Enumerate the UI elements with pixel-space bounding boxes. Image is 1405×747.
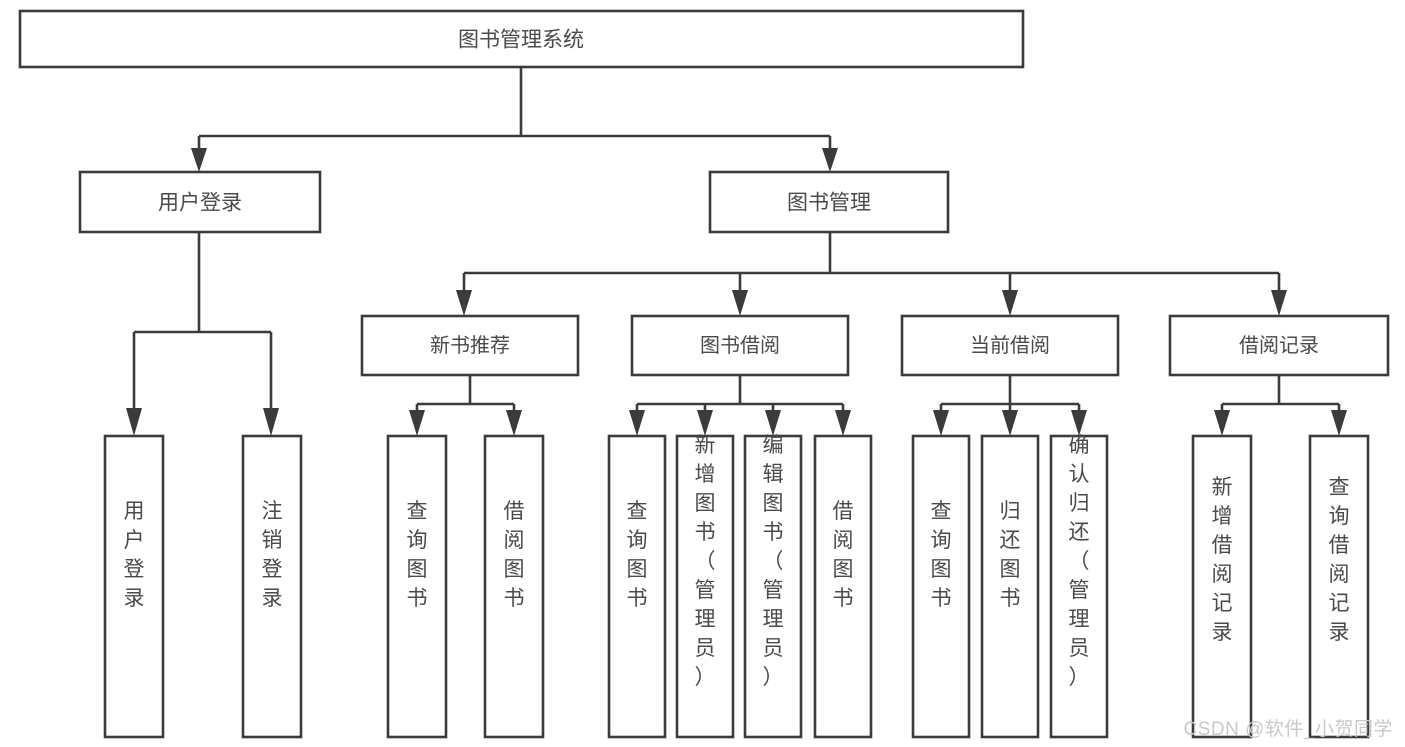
node-leaf-11[interactable]: 确认归还（管理员） [1049, 434, 1109, 739]
node-leaf-5-box[interactable] [607, 434, 667, 739]
arrow-head-leaf-10 [1002, 410, 1018, 436]
node-book-manage-box[interactable] [708, 170, 950, 234]
arrow-head-leaf-2 [263, 408, 279, 436]
node-leaf-10-box[interactable] [980, 434, 1040, 739]
node-leaf-7-label: 编辑图书（管理员） [763, 434, 784, 689]
node-current-borrow-label: 当前借阅 [970, 334, 1050, 357]
node-leaf-13-box[interactable] [1308, 434, 1370, 739]
node-user-login-label: 用户登录 [158, 192, 242, 215]
arrow-head-book-borrow [732, 290, 748, 316]
node-leaf-5-label: 查询图书 [627, 500, 648, 610]
node-leaf-10-label: 归还图书 [1000, 500, 1021, 610]
node-leaf-12-box[interactable] [1191, 434, 1253, 739]
node-leaf-11-label: 确认归还（管理员） [1069, 434, 1090, 689]
node-root-label: 图书管理系统 [458, 29, 584, 52]
arrow-head-leaf-8 [835, 410, 851, 436]
node-leaf-11-box[interactable] [1049, 434, 1109, 739]
node-root-box[interactable] [18, 9, 1025, 69]
node-new-book-rec[interactable]: 新书推荐 [360, 314, 580, 377]
node-leaf-8-box[interactable] [813, 434, 873, 739]
node-leaf-9-label: 查询图书 [931, 500, 952, 610]
node-book-manage-label: 图书管理 [787, 192, 871, 215]
arrow-head-new-book-rec [456, 290, 472, 316]
node-leaf-12[interactable]: 新增借阅记录 [1191, 434, 1253, 739]
arrow-head-borrow-record [1271, 290, 1287, 316]
node-leaf-3[interactable]: 查询图书 [386, 434, 448, 739]
node-leaf-4[interactable]: 借阅图书 [483, 434, 545, 739]
arrow-head-leaf-7 [765, 410, 781, 436]
node-leaf-7[interactable]: 编辑图书（管理员） [743, 434, 803, 739]
node-leaf-9-box[interactable] [911, 434, 971, 739]
arrow-head-user-login [191, 148, 207, 172]
node-current-borrow-box[interactable] [900, 314, 1120, 377]
arrow-head-current-borrow [1002, 290, 1018, 316]
node-book-manage[interactable]: 图书管理 [708, 170, 950, 234]
node-borrow-record-label: 借阅记录 [1239, 334, 1319, 357]
node-leaf-5[interactable]: 查询图书 [607, 434, 667, 739]
node-current-borrow[interactable]: 当前借阅 [900, 314, 1120, 377]
node-leaf-3-box[interactable] [386, 434, 448, 739]
node-borrow-record[interactable]: 借阅记录 [1168, 314, 1390, 377]
node-leaf-6-box[interactable] [675, 434, 735, 739]
node-new-book-rec-box[interactable] [360, 314, 580, 377]
node-leaf-3-label: 查询图书 [407, 500, 428, 610]
node-leaf-10[interactable]: 归还图书 [980, 434, 1040, 739]
node-user-login[interactable]: 用户登录 [78, 170, 322, 234]
node-leaf-8-label: 借阅图书 [833, 500, 854, 610]
node-book-borrow[interactable]: 图书借阅 [630, 314, 850, 377]
node-leaf-1-label: 用户登录 [124, 500, 145, 610]
node-leaf-2-box[interactable] [241, 434, 303, 739]
node-root[interactable]: 图书管理系统 [18, 9, 1025, 69]
node-leaf-2[interactable]: 注销登录 [241, 434, 303, 739]
connectors-group [126, 67, 1347, 436]
node-borrow-record-box[interactable] [1168, 314, 1390, 377]
arrow-head-leaf-11 [1071, 410, 1087, 436]
arrow-head-leaf-1 [126, 408, 142, 436]
arrow-head-leaf-6 [697, 410, 713, 436]
node-book-borrow-box[interactable] [630, 314, 850, 377]
node-leaf-8[interactable]: 借阅图书 [813, 434, 873, 739]
node-book-borrow-label: 图书借阅 [700, 334, 780, 357]
node-leaf-6[interactable]: 新增图书（管理员） [675, 434, 735, 739]
arrow-head-leaf-9 [933, 410, 949, 436]
node-leaf-1-box[interactable] [103, 434, 165, 739]
arrow-head-leaf-4 [506, 410, 522, 436]
node-leaf-1[interactable]: 用户登录 [103, 434, 165, 739]
node-leaf-13-label: 查询借阅记录 [1329, 476, 1350, 644]
arrow-head-leaf-12 [1214, 410, 1230, 436]
arrow-head-leaf-5 [629, 410, 645, 436]
arrow-head-leaf-3 [409, 410, 425, 436]
node-new-book-rec-label: 新书推荐 [430, 334, 510, 357]
arrow-head-book-manage [822, 148, 838, 172]
arrow-head-leaf-13 [1331, 410, 1347, 436]
node-user-login-box[interactable] [78, 170, 322, 234]
node-leaf-6-label: 新增图书（管理员） [695, 434, 716, 689]
node-leaf-12-label: 新增借阅记录 [1212, 476, 1233, 644]
node-leaf-2-label: 注销登录 [262, 500, 283, 610]
node-leaf-4-box[interactable] [483, 434, 545, 739]
node-leaf-7-box[interactable] [743, 434, 803, 739]
node-leaf-13[interactable]: 查询借阅记录 [1308, 434, 1370, 739]
node-leaf-9[interactable]: 查询图书 [911, 434, 971, 739]
leaf-nodes-group: 用户登录 注销登录 查询图书 借阅图书 查询图书 新增图书（管理员） [103, 434, 1370, 739]
node-leaf-4-label: 借阅图书 [504, 500, 525, 610]
